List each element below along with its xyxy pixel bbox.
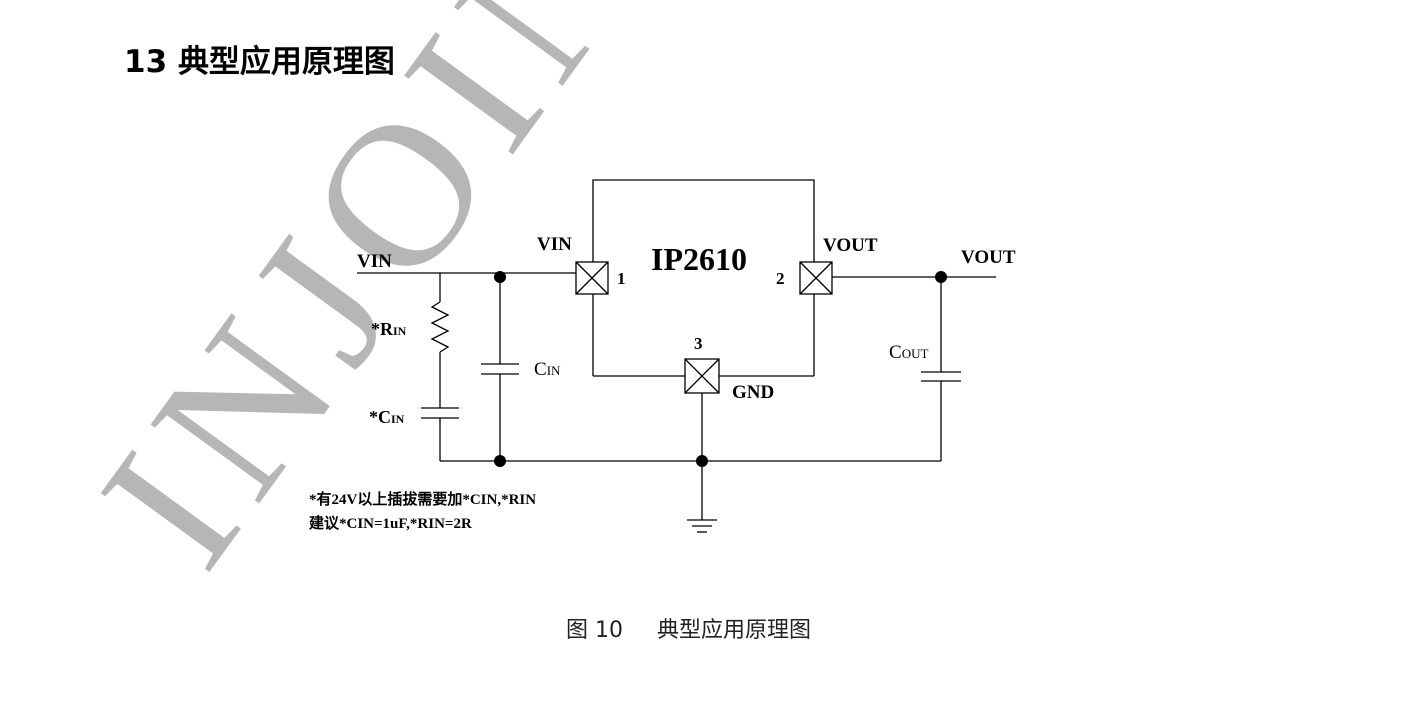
pin-3-label: GND bbox=[732, 382, 774, 403]
cin-opt-label-prefix: *C bbox=[369, 407, 391, 427]
section-title: 典型应用原理图 bbox=[177, 44, 395, 80]
rin-label-sub: IN bbox=[393, 324, 407, 338]
resistor-rin bbox=[430, 301, 450, 353]
cout-label: COUT bbox=[889, 342, 928, 363]
chip-name: IP2610 bbox=[651, 241, 747, 277]
pin-1-label: VIN bbox=[537, 234, 572, 255]
pin-boxes bbox=[575, 261, 833, 394]
figure-number: 图 10 bbox=[566, 618, 623, 643]
pin-2-box bbox=[799, 261, 833, 295]
pin-2-number: 2 bbox=[776, 269, 785, 288]
junction-vin bbox=[494, 271, 506, 283]
section-heading: 13 典型应用原理图 bbox=[124, 36, 395, 81]
cin-opt-label-sub: IN bbox=[391, 412, 405, 426]
pin-3-number: 3 bbox=[694, 334, 703, 353]
junctions bbox=[494, 271, 947, 467]
cin-label: CIN bbox=[534, 359, 561, 380]
note-line-1: *有24V以上插拔需要加*CIN,*RIN bbox=[309, 490, 536, 508]
cin-label-prefix: C bbox=[534, 359, 547, 380]
watermark: INJOINIC bbox=[58, 0, 835, 604]
section-number: 13 bbox=[124, 44, 168, 80]
figure-caption: 图 10 典型应用原理图 bbox=[566, 612, 811, 644]
ic-outline bbox=[592, 179, 815, 262]
net-vout-label: VOUT bbox=[961, 247, 1016, 268]
note-line-2: 建议*CIN=1uF,*RIN=2R bbox=[309, 514, 472, 532]
junction-ground-left bbox=[494, 455, 506, 467]
junction-vout bbox=[935, 271, 947, 283]
pin-1-box bbox=[575, 261, 609, 295]
rin-label: *RIN bbox=[371, 319, 407, 339]
rin-label-prefix: *R bbox=[371, 319, 394, 339]
cout-label-prefix: C bbox=[889, 342, 902, 363]
net-vin-label: VIN bbox=[357, 251, 392, 272]
junction-ground-center bbox=[696, 455, 708, 467]
figure-title: 典型应用原理图 bbox=[657, 618, 812, 643]
wires bbox=[357, 179, 996, 533]
cout-label-sub: OUT bbox=[902, 346, 929, 361]
pin-1-number: 1 bbox=[617, 269, 626, 288]
pin-2-label: VOUT bbox=[823, 235, 878, 256]
pin-3-box bbox=[684, 358, 720, 394]
cin-label-sub: IN bbox=[547, 363, 561, 378]
cin-opt-label: *CIN bbox=[369, 407, 405, 427]
watermark-text: INJOINIC bbox=[58, 0, 835, 604]
